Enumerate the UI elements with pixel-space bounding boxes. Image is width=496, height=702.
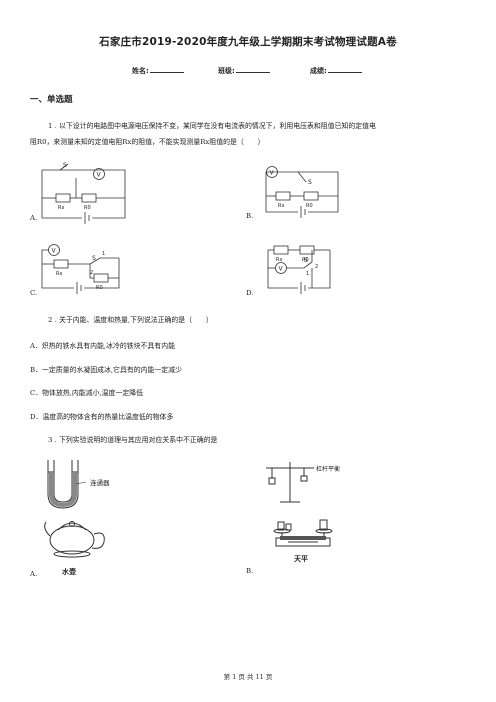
circuit-d: V S 1 2 Rx R0 (267, 245, 331, 294)
circuit-d-s-label: S (304, 257, 308, 264)
q2-option-b: B．一定质量的水凝固成冰,它具有的内能一定减少 (30, 366, 182, 374)
figure-connector-kettle: 连通器 水壶 (44, 460, 110, 576)
score-blank (327, 65, 362, 73)
name-blank (149, 65, 184, 73)
class-label: 班级: (218, 67, 235, 75)
circuit-b-r0-label: R0 (306, 203, 313, 209)
circuit-a-rx-label: Rx (58, 205, 64, 211)
q3-option-b: B. (246, 567, 254, 575)
q1-option-d: D. (246, 289, 254, 297)
q2-option-c: C．物体放热,内能减小,温度一定降低 (30, 389, 144, 397)
section-heading: 一、单选题 (30, 95, 73, 105)
circuit-a-v-label: V (97, 172, 102, 179)
q1-option-c: C. (30, 289, 38, 297)
circuit-d-2-label: 2 (315, 264, 318, 270)
scale-label: 天平 (294, 555, 308, 563)
circuit-b-rx-label: Rx (278, 203, 284, 209)
score-label: 成绩: (310, 67, 327, 75)
q1-option-b: B. (246, 212, 254, 220)
circuit-b: V S Rx R0 (265, 166, 339, 218)
circuit-c-1-label: 1 (102, 251, 105, 257)
name-label: 姓名: (132, 67, 149, 75)
class-blank (235, 65, 270, 73)
figure-lever-scale: 杠杆平衡 天平 (266, 462, 340, 563)
circuit-b-v-label: V (270, 170, 275, 177)
circuit-d-r0-label: R0 (302, 257, 309, 263)
page-title: 石家庄市2019-2020年度九年级上学期期末考试物理试题A卷 (99, 36, 397, 48)
circuit-d-rx-label: Rx (276, 257, 282, 263)
class-field: 班级: (218, 65, 270, 76)
q2-option-a: A．炽热的铁水具有内能,冰冷的铁块不具有内能 (30, 342, 175, 350)
score-field: 成绩: (310, 65, 362, 76)
page-footer: 第 1 页 共 11 页 (223, 673, 273, 681)
q2-text: 2 . 关于内能、温度和热量,下列说法正确的是（ ） (48, 316, 213, 324)
circuit-c-2-label: 2 (90, 270, 93, 276)
q1-text-line2: 阻R0，来测量未知的定值电阻Rx的阻值，不能实现测量Rx阻值的是（ ） (30, 138, 265, 146)
circuit-d-v-label: V (279, 266, 284, 273)
name-field: 姓名: (132, 65, 184, 76)
circuit-b-s-label: S (308, 179, 312, 186)
circuit-c-rx-label: Rx (56, 271, 62, 277)
q1-option-a: A. (30, 214, 38, 222)
circuit-a-s-label: S (63, 162, 67, 169)
circuit-c-v-label: V (52, 248, 57, 255)
q3-text: 3 . 下列实验说明的道理与其应用对应关系中不正确的是 (48, 436, 218, 444)
circuit-c: V S 1 2 Rx R0 (41, 244, 120, 294)
circuit-d-1-label: 1 (306, 271, 309, 277)
circuit-c-r0-label: R0 (96, 285, 103, 291)
q3-option-a: A. (30, 570, 38, 578)
lever-balance-label: 杠杆平衡 (316, 465, 340, 473)
circuit-a: S V Rx R0 (41, 162, 126, 224)
circuit-c-s-label: S (92, 255, 96, 262)
kettle-label: 水壶 (62, 567, 76, 576)
connector-label: 连通器 (90, 478, 110, 487)
q1-text-line1: 1 . 以下设计的电路图中电源电压保持不变，某同学在没有电流表的情况下，利用电压… (48, 122, 376, 130)
circuit-a-r0-label: R0 (84, 205, 91, 211)
q2-option-d: D．温度高的物体含有的热量比温度低的物体多 (30, 413, 174, 421)
